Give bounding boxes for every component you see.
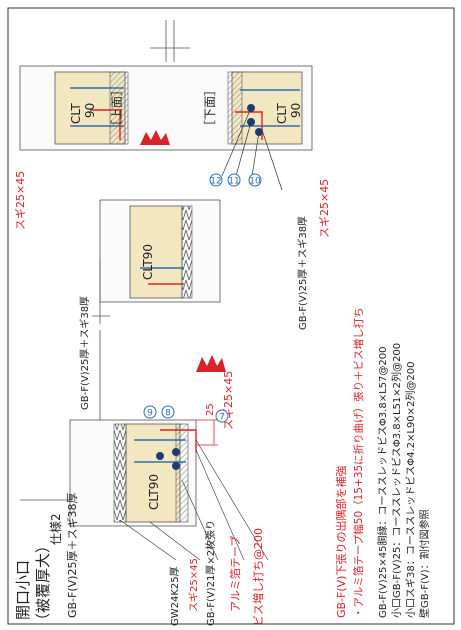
gw-insulation-middle: [181, 205, 193, 299]
gw-label: GW24K25厚: [169, 566, 181, 626]
clt-middle-label: CLT90: [141, 244, 155, 280]
clt-upper-left-label: CLT90: [69, 103, 97, 124]
marker-9: 9: [147, 409, 153, 419]
title-line2: （被覆厚大）: [34, 538, 52, 628]
sugi-batten-right: [227, 71, 243, 145]
markers-lower: 9 8 7: [143, 405, 229, 423]
title-line1: 開口小口: [14, 560, 32, 620]
view-bottom-label: ［下面］: [203, 84, 217, 132]
clt-upper-right-label: CLT90: [275, 103, 303, 124]
fire-icon: [140, 130, 170, 145]
spec-label: 仕様2: [49, 513, 63, 545]
clt-upper-right-panel: [231, 71, 303, 145]
sugi-label-lower: スギ25×45: [188, 558, 200, 612]
gw-insulation-lower: [113, 423, 127, 523]
lower-detail: [20, 330, 269, 561]
note-black-4: 壁GB-F(V)：割付図参照: [418, 509, 431, 618]
clt-middle-panel: [129, 205, 183, 299]
sugi-label-upper-right: スギ25×45: [318, 179, 331, 238]
upper-layers-label: GB-F(V)25厚＋スギ38厚: [297, 216, 309, 330]
note-red-2: ・アルミ箔テープ幅50（15+35に折り曲げ）張り＋ビス増し打ち: [352, 307, 365, 618]
note-red-1: GB-F(V)下張りの出隅部を補強: [334, 466, 348, 618]
sugi-label-upper-left: スギ25×45: [14, 171, 27, 230]
view-top-label: ［上面］: [110, 84, 124, 132]
sheet-border: [7, 7, 455, 625]
middle-detail: [92, 199, 221, 324]
spec-layers: GB-F(V)25厚＋スギ38厚: [66, 493, 79, 618]
gbf21-label: GB-F(V)21厚×2枚張り: [204, 520, 217, 626]
marker-8: 8: [165, 409, 171, 419]
note-black-2: 小口GB-F(V)25：コーススレッドビスΦ3.8×L51×2列@200: [390, 343, 403, 618]
marker-7: 7: [219, 413, 225, 423]
dim-25-label: 25: [205, 403, 216, 416]
fire-icon: [196, 355, 226, 372]
clt-lower-label: CLT90: [147, 474, 161, 510]
gbf-board-lower: [175, 423, 189, 523]
marker-10: 10: [249, 177, 261, 187]
screws-label: ビス増し打ち@200: [251, 528, 265, 626]
marker-12: 12: [210, 177, 221, 187]
alumi-label: アルミ箔テープ: [228, 536, 242, 612]
note-black-3: 小口スギ38：コーススレッドビスΦ4.2×L90×2列@200: [404, 361, 417, 618]
markers-upper: 12 11 10: [209, 173, 262, 187]
middle-layers-label: GB-F(V)25厚＋スギ38厚: [79, 296, 91, 410]
upper-detail: [19, 20, 313, 191]
marker-11: 11: [228, 177, 239, 187]
note-black-1: GB-F(V)25×45胴縁：コーススレッドビスΦ3.8×L57@200: [376, 347, 389, 618]
